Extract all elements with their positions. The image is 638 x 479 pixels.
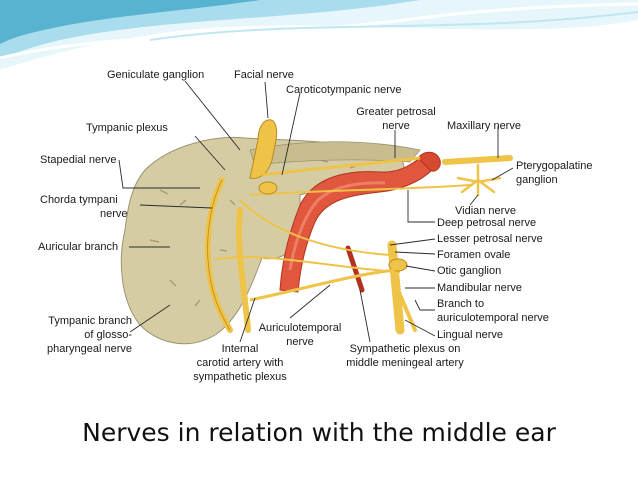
- ear-illustration: [118, 80, 514, 345]
- label-lesser-petrosal-nerve: Lesser petrosal nerve: [437, 233, 543, 245]
- label-auriculotemporal-2: nerve: [286, 336, 314, 348]
- glossopharyngeal-path: [235, 207, 251, 333]
- label-auriculotemporal-1: Auriculotemporal: [258, 322, 342, 334]
- label-internal-carotid-2: carotid artery with: [196, 357, 284, 369]
- leader-lines: [118, 80, 514, 343]
- banner-wave-line: [0, 2, 638, 60]
- vidian-nerve-path: [249, 184, 471, 196]
- lesser-petrosal-nerve-path: [239, 199, 391, 256]
- chorda-tympani-path: [214, 256, 401, 273]
- label-stapedial-nerve: Stapedial nerve: [40, 154, 117, 166]
- header-banner: [0, 0, 638, 70]
- otic-ganglion: [388, 258, 408, 272]
- label-internal-carotid-1: Internal: [221, 343, 259, 355]
- label-caroticotympanic-nerve: Caroticotympanic nerve: [286, 84, 402, 96]
- label-tympanic-branch-1: Tympanic branch: [48, 315, 132, 327]
- label-geniculate-ganglion: Geniculate ganglion: [107, 69, 205, 81]
- label-tympanic-plexus: Tympanic plexus: [86, 122, 168, 134]
- label-deep-petrosal-nerve: Deep petrosal nerve: [437, 217, 537, 229]
- facial-nerve-outline: [207, 179, 231, 331]
- label-maxillary-nerve: Maxillary nerve: [447, 120, 521, 132]
- label-tympanic-branch-2: of glosso-: [84, 329, 132, 341]
- label-tympanic-branch-3: pharyngeal nerve: [46, 343, 132, 355]
- label-lingual-nerve: Lingual nerve: [437, 329, 504, 341]
- label-mandibular-nerve: Mandibular nerve: [437, 282, 522, 294]
- label-pterygopalatine-1: Pterygopalatine: [516, 160, 593, 172]
- artery-top-end: [417, 151, 441, 172]
- label-sympathetic-plexus-2: middle meningeal artery: [346, 357, 464, 369]
- banner-wave-line-2: [149, 11, 638, 41]
- middle-meningeal-artery: [345, 245, 365, 293]
- petrous-ridge: [249, 141, 421, 166]
- label-foramen-ovale: Foramen ovale: [437, 249, 511, 261]
- artery-highlight: [288, 181, 386, 271]
- mandibular-nerve-path: [387, 240, 405, 335]
- label-sympathetic-plexus-1: Sympathetic plexus on: [349, 343, 461, 355]
- label-greater-petrosal-2: nerve: [382, 120, 410, 132]
- maxillary-nerve-path: [442, 155, 513, 165]
- label-otic-ganglion: Otic ganglion: [437, 265, 502, 277]
- greater-petrosal-nerve: [261, 156, 421, 177]
- label-vidian-nerve: Vidian nerve: [455, 205, 516, 217]
- slide-caption: Nerves in relation with the middle ear: [82, 418, 556, 447]
- label-greater-petrosal-1: Greater petrosal: [356, 106, 436, 118]
- label-internal-carotid-3: sympathetic plexus: [193, 371, 287, 383]
- banner-wave-front: [0, 0, 260, 44]
- label-chorda-tympani-1: Chorda tympani: [40, 194, 118, 206]
- tympanic-plexus-ganglion: [258, 181, 278, 195]
- label-auricular-branch: Auricular branch: [38, 241, 119, 253]
- pterygopalatine-ganglion: [456, 163, 502, 197]
- label-pterygopalatine-2: ganglion: [516, 174, 558, 186]
- label-branch-to-1: Branch to: [437, 298, 485, 310]
- label-branch-to-2: auriculotemporal nerve: [437, 312, 549, 324]
- label-facial-nerve: Facial nerve: [234, 69, 294, 81]
- auriculotemporal-path: [249, 268, 396, 302]
- label-chorda-tympani-2: nerve: [100, 208, 128, 220]
- bone-texture: [149, 159, 357, 307]
